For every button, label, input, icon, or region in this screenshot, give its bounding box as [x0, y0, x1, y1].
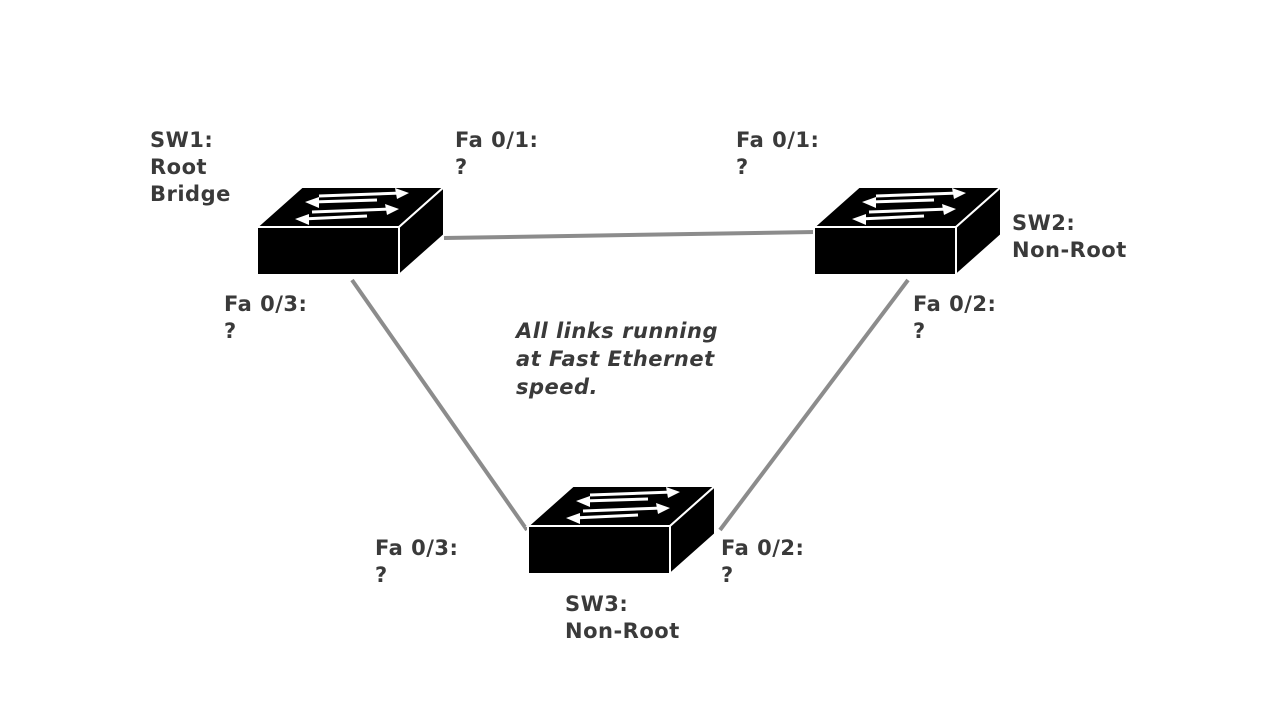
sw1-label: SW1: Root Bridge [150, 127, 231, 208]
switch-icon-sw1 [255, 185, 446, 277]
link-sw1-sw2 [443, 230, 816, 240]
port-status: ? [455, 155, 468, 179]
port-label-sw2-fa02: Fa 0/2: ? [913, 291, 996, 345]
switch-icon-sw3 [526, 484, 717, 576]
port-label-sw1-fa03: Fa 0/3: ? [224, 291, 307, 345]
port-name: Fa 0/3: [375, 536, 459, 560]
sw1-name: SW1: [150, 128, 214, 152]
link-speed-note: All links running at Fast Ethernet speed… [516, 317, 718, 401]
sw2-role-line-1: Non-Root [1012, 238, 1127, 262]
note-line-3: speed. [516, 375, 599, 399]
port-name: Fa 0/1: [455, 128, 539, 152]
port-name: Fa 0/2: [721, 536, 805, 560]
sw3-label: SW3: Non-Root [565, 591, 680, 645]
sw1-role-line-2: Bridge [150, 182, 231, 206]
port-name: Fa 0/3: [224, 292, 308, 316]
note-line-2: at Fast Ethernet [516, 347, 715, 371]
sw1-role-line-1: Root [150, 155, 208, 179]
port-status: ? [913, 319, 926, 343]
port-status: ? [375, 563, 388, 587]
port-label-sw2-fa01: Fa 0/1: ? [736, 127, 819, 181]
sw2-name: SW2: [1012, 211, 1076, 235]
sw2-label: SW2: Non-Root [1012, 210, 1127, 264]
link-sw2-sw3 [718, 278, 910, 532]
link-sw1-sw3 [350, 278, 529, 532]
port-status: ? [721, 563, 734, 587]
sw3-role-line-1: Non-Root [565, 619, 680, 643]
port-status: ? [224, 319, 237, 343]
sw3-name: SW3: [565, 592, 629, 616]
port-name: Fa 0/1: [736, 128, 820, 152]
note-line-1: All links running [516, 319, 718, 343]
port-label-sw3-fa03: Fa 0/3: ? [375, 535, 458, 589]
switch-icon-sw2 [812, 185, 1003, 277]
port-label-sw3-fa02: Fa 0/2: ? [721, 535, 804, 589]
port-name: Fa 0/2: [913, 292, 997, 316]
port-status: ? [736, 155, 749, 179]
port-label-sw1-fa01: Fa 0/1: ? [455, 127, 538, 181]
